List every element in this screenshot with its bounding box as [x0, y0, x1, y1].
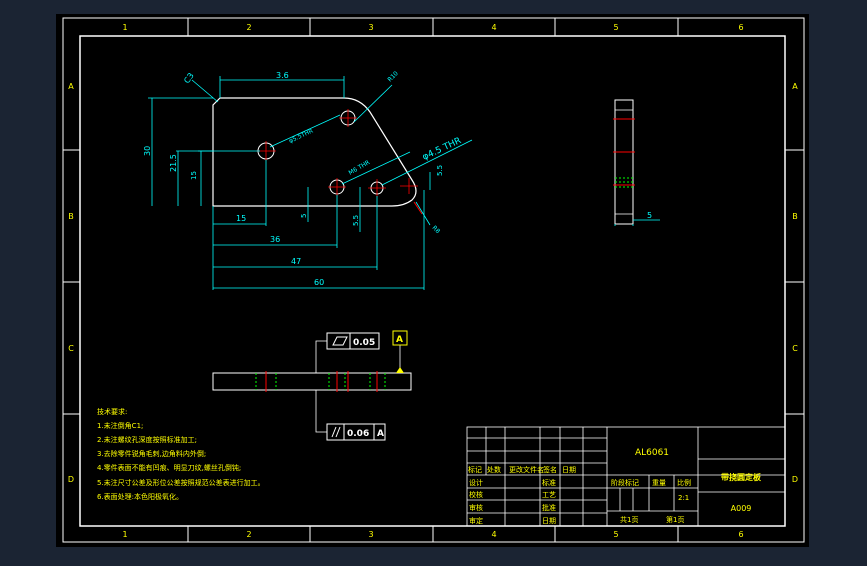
dim-47: 47	[291, 257, 301, 266]
bottom-view[interactable]: 0.05 A 0.06 A	[212, 330, 412, 441]
side-view[interactable]: 5	[613, 99, 660, 226]
tb-header: 日期	[562, 466, 576, 474]
zone-ticks	[63, 18, 804, 542]
tb-scale-value: 2:1	[678, 494, 689, 502]
dim-height-15: 15	[190, 171, 198, 180]
side-thread-lines	[615, 177, 633, 188]
col-label: 6	[738, 23, 743, 32]
row-label: D	[68, 475, 74, 484]
datum-triangle	[396, 367, 404, 373]
row-label: A	[68, 82, 74, 91]
dim-5: 5	[300, 214, 308, 218]
row-label: A	[792, 82, 798, 91]
note-item: 1.未注倒角C1;	[97, 421, 143, 430]
tb-mid-label: 标准	[542, 478, 556, 487]
col-label: 2	[246, 23, 251, 32]
side-thickness-label: 5	[647, 211, 652, 220]
parallel-value: 0.06	[347, 429, 369, 439]
tb-mid-label: 工艺	[542, 491, 556, 499]
note-item: 3.去除零件锐角毛刺,边角料内外倒;	[97, 449, 206, 458]
datum-a: A	[392, 330, 408, 373]
col-label: 5	[613, 530, 618, 539]
radius-bottom-label: R8	[431, 224, 442, 235]
plate-outline	[212, 97, 417, 207]
dim-36: 36	[270, 235, 280, 244]
col-label: 3	[368, 530, 373, 539]
hidden-mark	[413, 201, 423, 215]
flatness-value: 0.05	[353, 338, 375, 348]
note-item: 6.表面处理:本色阳极氧化。	[97, 492, 183, 501]
note-item: 5.未注尺寸公差及形位公差按照规范公差表进行加工。	[97, 478, 265, 487]
tb-mid-label: 日期	[542, 517, 556, 525]
tb-scale-label: 比例	[677, 478, 691, 487]
technical-notes: 技术要求: 1.未注倒角C1; 2.未注螺纹孔深度按照标准加工; 3.去除零件锐…	[97, 407, 265, 501]
dim-top-width: 3.6	[276, 71, 289, 80]
tb-header: 签名	[543, 465, 557, 474]
tb-stage-mark: 阶段标记	[611, 478, 639, 487]
dim-15: 15	[236, 214, 246, 223]
parallel-icon	[331, 426, 337, 438]
bottom-thread-lines	[255, 373, 386, 390]
tb-sheets-total: 共1页	[620, 515, 638, 524]
flatness-icon	[332, 336, 348, 346]
note-item: 4.零件表面不能有凹痕、明显刀纹,螺丝孔倒钝;	[97, 463, 241, 472]
col-label: 1	[122, 23, 127, 32]
dimension-lines	[148, 76, 473, 290]
tb-sheet-no: 第1页	[666, 515, 684, 524]
tb-header: 处数	[487, 465, 501, 474]
col-label: 2	[246, 530, 251, 539]
tb-left-label: 审定	[469, 516, 483, 525]
flatness-frame: 0.05	[326, 332, 380, 350]
col-label: 3	[368, 23, 373, 32]
note-item: 2.未注螺纹孔深度按照标准加工;	[97, 435, 197, 444]
dim-total-height: 30	[143, 146, 152, 156]
side-edges	[615, 109, 633, 215]
title-block: 标记 处数 更改文件名 签名 日期 设计 校核 审核 审定 标准 工艺 批准 日…	[466, 426, 786, 527]
datum-label: A	[396, 335, 403, 345]
side-dim-lines	[614, 219, 660, 226]
tb-drawing-no: A009	[731, 504, 752, 513]
bottom-hidden-lines	[265, 371, 378, 392]
notes-heading: 技术要求:	[97, 407, 127, 416]
tb-mid-label: 批准	[542, 503, 556, 512]
row-label: C	[68, 344, 74, 353]
tb-part-name: 带挠圆定板	[721, 472, 762, 482]
row-label: B	[792, 212, 798, 221]
parallel-datum: A	[377, 429, 384, 439]
col-label: 1	[122, 530, 127, 539]
dim-height-21: 21.5	[169, 154, 178, 172]
drawing-sheet	[56, 14, 809, 547]
dim-60: 60	[314, 278, 324, 287]
tb-header: 标记	[468, 465, 482, 474]
row-label: D	[792, 475, 798, 484]
tb-header: 更改文件名	[509, 465, 544, 474]
tb-left-label: 设计	[469, 478, 483, 487]
col-label: 5	[613, 23, 618, 32]
col-label: 6	[738, 530, 743, 539]
dim-5-5: 5.5	[352, 215, 360, 226]
dim-5-5-right: 5.5	[436, 165, 444, 176]
tb-material: AL6061	[635, 448, 669, 458]
zone-labels: 1 2 3 4 5 6 1 2 3 4 5 6 A B C D A B C D	[68, 23, 798, 539]
row-label: C	[792, 344, 798, 353]
tb-weight: 重量	[652, 479, 666, 487]
row-label: B	[68, 212, 74, 221]
col-label: 4	[491, 530, 496, 539]
tb-left-label: 校核	[469, 490, 483, 499]
parallel-frame: 0.06 A	[326, 423, 386, 441]
side-hidden-lines	[613, 118, 635, 186]
side-outline	[614, 99, 634, 225]
bottom-outline	[212, 372, 412, 391]
col-label: 4	[491, 23, 496, 32]
tb-left-label: 审核	[469, 503, 483, 512]
